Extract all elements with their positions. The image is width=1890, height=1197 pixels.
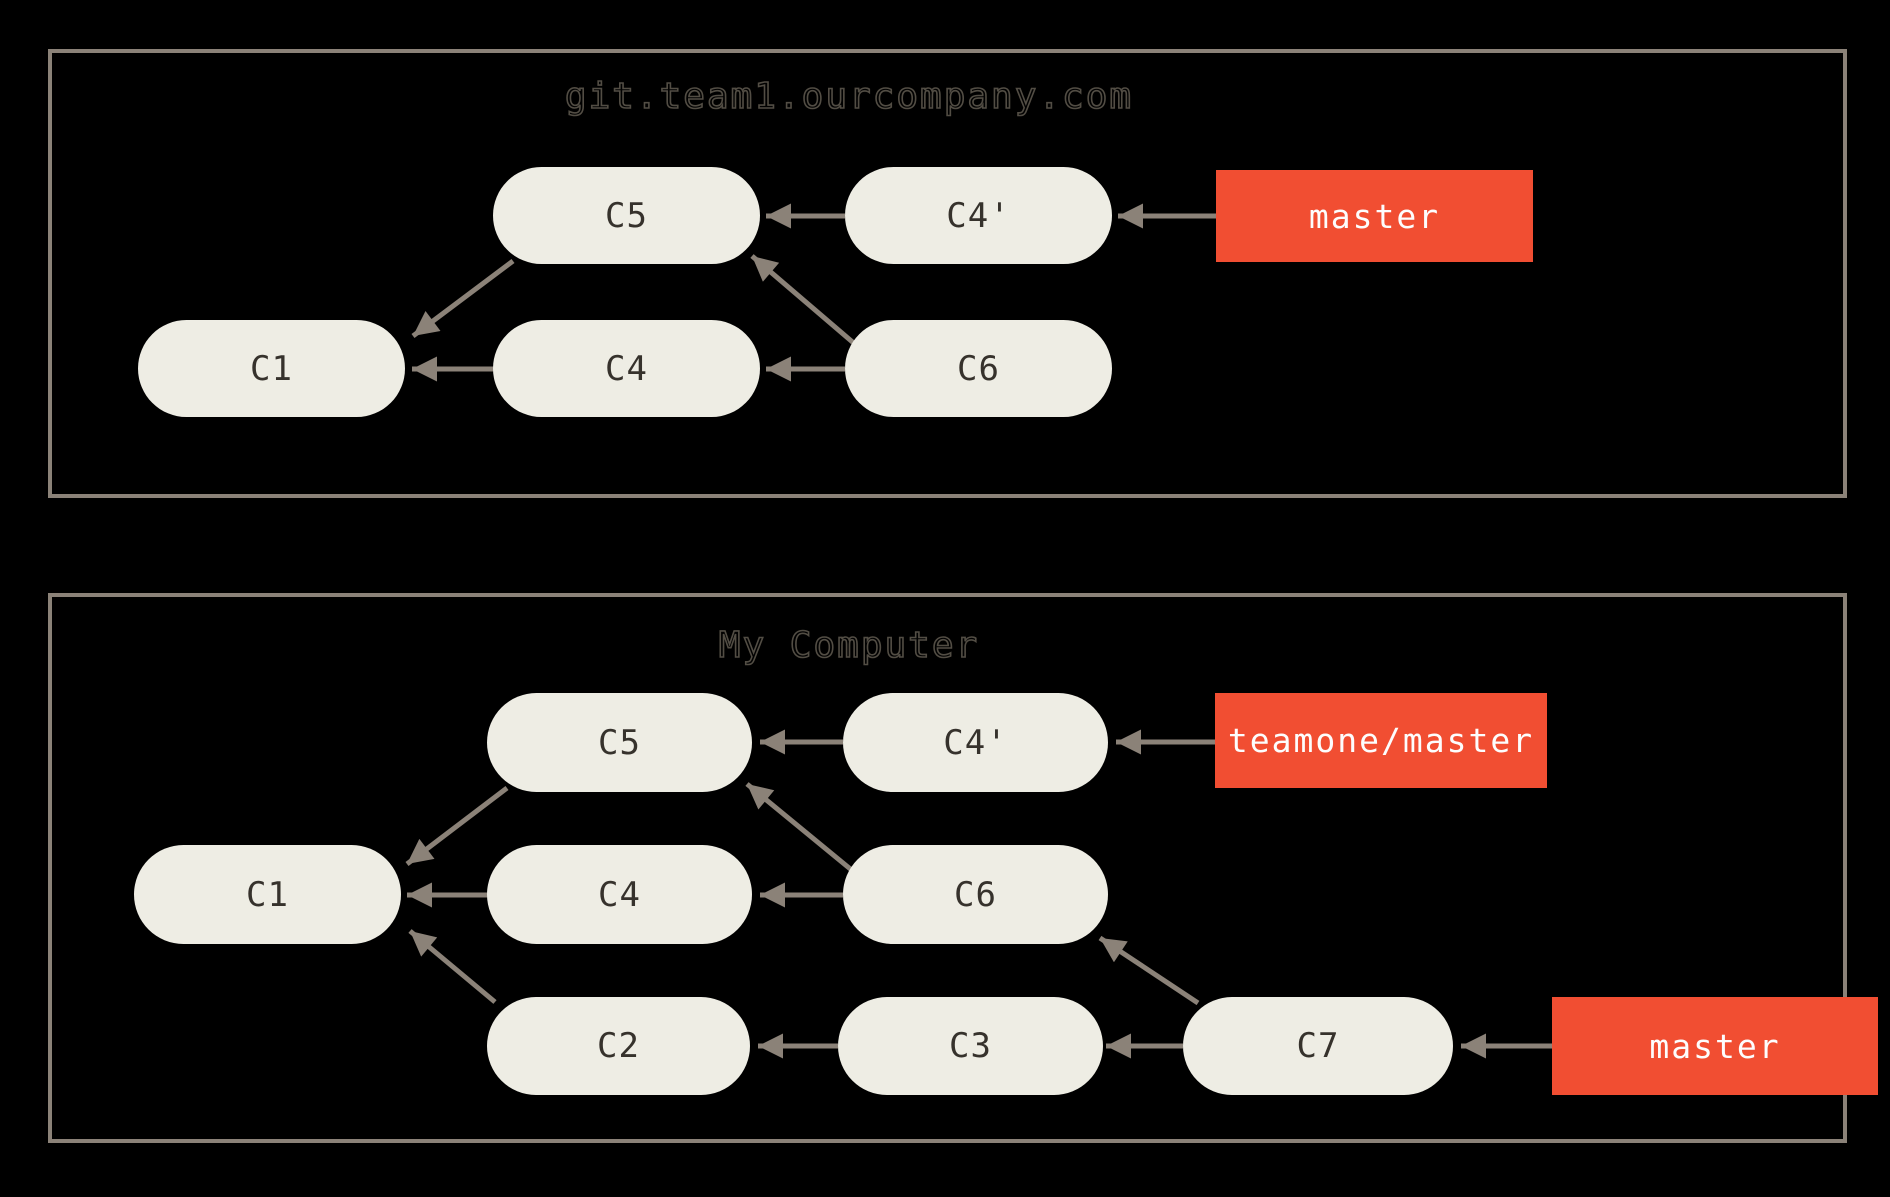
commit-node-c4-local: C4 [487,845,752,944]
commit-node-c3-local: C3 [838,997,1103,1095]
commit-node-c5-local: C5 [487,693,752,792]
edge-c6-to-c5 [750,254,858,347]
edge-c5-to-c1-local [405,786,509,866]
commit-node-c4p-remote: C4' [845,167,1112,264]
edge-c5-to-c1 [411,259,515,338]
commit-node-c4-remote: C4 [493,320,760,417]
remote-panel-title: git.team1.ourcompany.com [565,76,1133,117]
branch-label-teamone-master: teamone/master [1215,693,1547,788]
commit-node-c7-local: C7 [1183,997,1453,1095]
commit-node-c1-remote: C1 [138,320,405,417]
edge-c6-to-c5-local [745,782,856,874]
my-computer-panel [48,593,1847,1143]
commit-node-c1-local: C1 [134,845,401,944]
edge-c7-to-c6 [1098,935,1200,1006]
edge-c2-to-c1 [408,929,497,1004]
branch-label-master-local: master [1552,997,1878,1095]
commit-node-c6-remote: C6 [845,320,1112,417]
branch-label-master-remote: master [1216,170,1533,262]
commit-node-c4p-local: C4' [843,693,1108,792]
commit-node-c2-local: C2 [487,997,750,1095]
remote-server-panel [48,49,1847,498]
commit-node-c5-remote: C5 [493,167,760,264]
local-panel-title: My Computer [719,625,979,666]
commit-node-c6-local: C6 [843,845,1108,944]
